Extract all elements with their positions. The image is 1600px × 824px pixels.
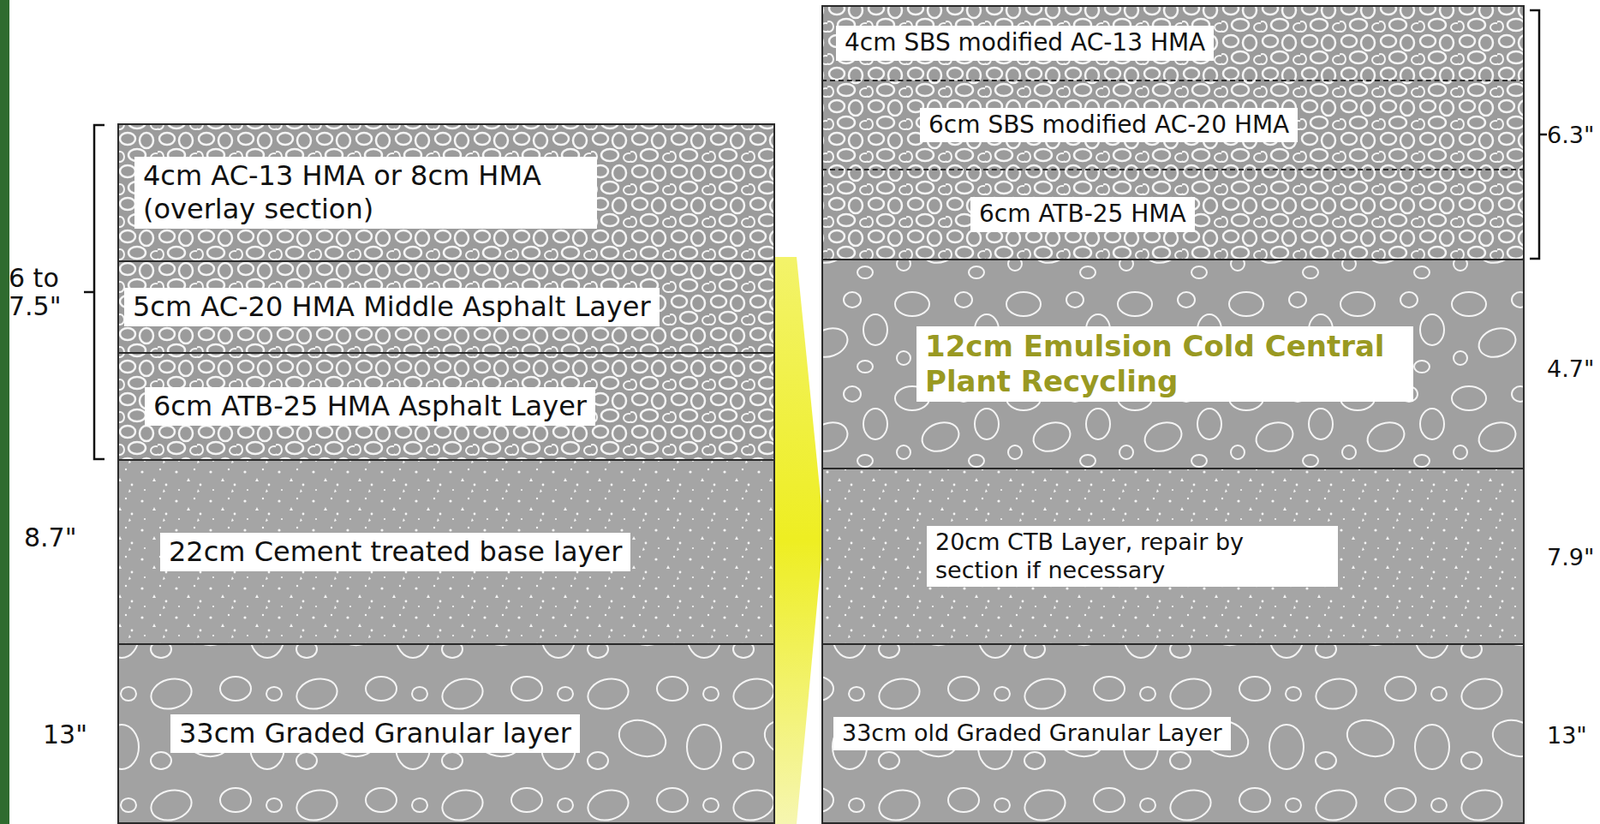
- pavement-layer: 20cm CTB Layer, repair by section if nec…: [821, 469, 1525, 645]
- thickness-dimension: 7.9": [1546, 545, 1595, 569]
- pavement-layer: 4cm SBS modified AC-13 HMA: [821, 5, 1525, 80]
- pavement-layer: 33cm old Graded Granular Layer: [821, 644, 1525, 824]
- layer-label: 4cm AC-13 HMA or 8cm HMA (overlay sectio…: [134, 156, 598, 229]
- pavement-layer: 5cm AC-20 HMA Middle Asphalt Layer: [117, 262, 776, 354]
- layer-label: 5cm AC-20 HMA Middle Asphalt Layer: [124, 287, 660, 327]
- thickness-dimension: 13": [1546, 723, 1588, 747]
- pavement-layer: 22cm Cement treated base layer: [117, 460, 776, 645]
- layer-label: 4cm SBS modified AC-13 HMA: [835, 25, 1214, 60]
- thickness-dimension: 6.3": [1546, 123, 1595, 147]
- pavement-layer: 6cm ATB-25 HMA: [821, 168, 1525, 261]
- layer-label: 6cm ATB-25 HMA Asphalt Layer: [144, 387, 596, 426]
- layer-label: 33cm Graded Granular layer: [170, 714, 580, 753]
- layer-label: 33cm old Graded Granular Layer: [833, 716, 1231, 751]
- thickness-dimension: 13": [42, 722, 88, 748]
- pavement-layer: 6cm SBS modified AC-20 HMA: [821, 79, 1525, 169]
- pavement-layer: 12cm Emulsion Cold Central Plant Recycli…: [821, 260, 1525, 470]
- thickness-dimension: 6 to 7.5": [8, 263, 66, 321]
- layer-label: 20cm CTB Layer, repair by section if nec…: [926, 525, 1338, 588]
- layer-label: 22cm Cement treated base layer: [160, 532, 631, 572]
- pavement-layer: 6cm ATB-25 HMA Asphalt Layer: [117, 353, 776, 461]
- pavement-layer: 33cm Graded Granular layer: [117, 644, 776, 824]
- pavement-layer: 4cm AC-13 HMA or 8cm HMA (overlay sectio…: [117, 123, 776, 263]
- layer-label: 6cm ATB-25 HMA: [970, 197, 1195, 232]
- thickness-dimension: 4.7": [1546, 357, 1595, 381]
- layer-label: 12cm Emulsion Cold Central Plant Recycli…: [916, 326, 1414, 403]
- thickness-dimension: 8.7": [23, 525, 78, 551]
- layer-label: 6cm SBS modified AC-20 HMA: [919, 107, 1298, 143]
